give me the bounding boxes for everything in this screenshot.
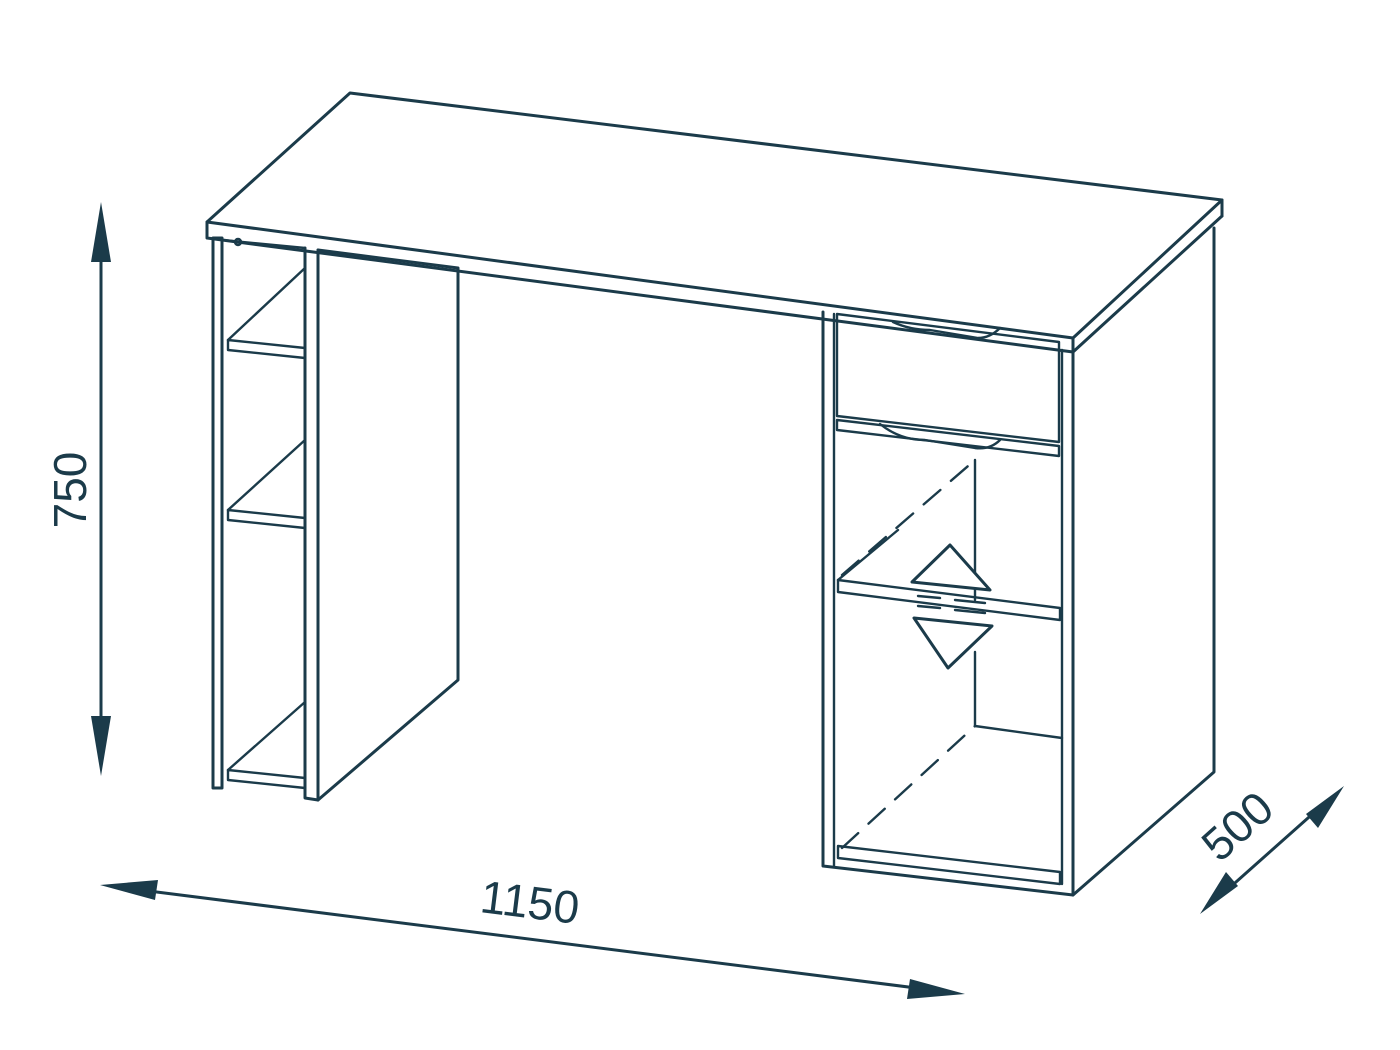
width-dimension: 1150 xyxy=(100,870,965,999)
up-down-arrows-icon xyxy=(910,543,994,670)
shelf-2 xyxy=(226,508,307,530)
width-label: 1150 xyxy=(478,870,583,934)
desk-top-side-edge xyxy=(1071,214,1224,354)
height-label: 750 xyxy=(44,452,96,529)
desk-top xyxy=(205,91,1224,354)
right-pedestal xyxy=(821,226,1216,897)
left-shelf-unit xyxy=(211,236,460,802)
depth-dimension: 500 xyxy=(1191,781,1344,914)
drawer-second-handle[interactable] xyxy=(878,422,1002,450)
shelf-1 xyxy=(226,338,307,360)
drawer-top-handle[interactable] xyxy=(891,320,1002,340)
dashed-guide-top xyxy=(840,458,977,577)
height-dimension: 750 xyxy=(44,202,111,776)
width-arrow-left xyxy=(100,880,158,900)
depth-label: 500 xyxy=(1191,781,1283,871)
cam-lock xyxy=(233,237,243,247)
height-arrow-bottom xyxy=(91,716,111,776)
left-divider-panel xyxy=(303,246,320,802)
depth-arrow-bottom xyxy=(1200,872,1238,914)
width-arrow-right xyxy=(907,979,965,999)
desk-top-front-edge xyxy=(205,220,1075,354)
drawer-top[interactable] xyxy=(835,312,1061,444)
pedestal-front-frame xyxy=(821,310,1075,897)
drawer-divider xyxy=(835,418,1061,458)
adjustable-shelf xyxy=(836,578,1062,622)
height-arrow-top xyxy=(91,202,111,262)
pedestal-bottom xyxy=(836,844,1062,886)
pedestal-side-panel xyxy=(1071,226,1216,897)
left-side-panel xyxy=(211,236,224,790)
left-back-side-panel xyxy=(316,248,460,802)
shelf-bottom xyxy=(226,768,307,790)
dashed-guide-bottom xyxy=(840,724,977,850)
depth-arrow-top xyxy=(1306,786,1344,828)
desk-top-surface xyxy=(205,91,1224,340)
